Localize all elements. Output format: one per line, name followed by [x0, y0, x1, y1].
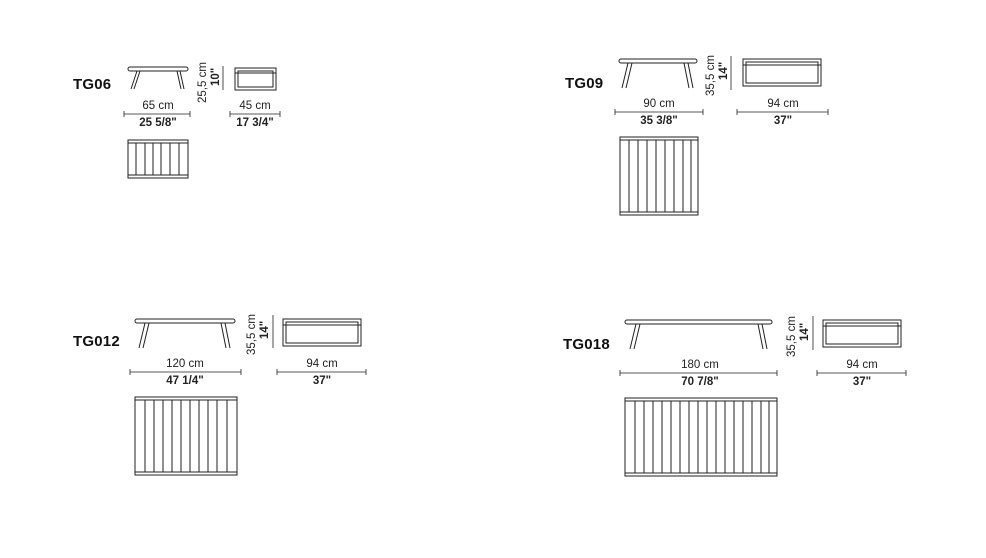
depth-label: 94 cm — [306, 358, 338, 370]
product-code: TG012 — [73, 333, 120, 350]
tg018-side-view — [822, 319, 902, 348]
height-inches-label: 14" — [799, 322, 811, 341]
tg012-front-view — [134, 318, 236, 349]
depth-inches-label: 37" — [852, 376, 872, 388]
depth-inches-label: 37" — [773, 115, 793, 127]
depth-inches-label: 17 3/4" — [236, 117, 274, 129]
width-inches-label: 35 3/8" — [640, 115, 678, 127]
product-code: TG018 — [563, 336, 610, 353]
tg09-width-dimension — [614, 109, 704, 115]
depth-label: 94 cm — [767, 98, 799, 110]
depth-label: 94 cm — [846, 359, 878, 371]
tg06-side-view — [234, 67, 277, 91]
height-label: 35,5 cm — [786, 316, 798, 357]
depth-label: 45 cm — [239, 100, 271, 112]
tg09-depth-dimension — [736, 109, 829, 115]
tg06-depth-dimension — [229, 111, 281, 117]
tg012-depth-dimension — [276, 369, 367, 375]
tg018-front-view — [624, 319, 773, 350]
tg09-front-view — [618, 58, 698, 89]
width-label: 120 cm — [166, 358, 204, 370]
width-label: 90 cm — [643, 98, 675, 110]
tg06-top-view — [127, 139, 189, 179]
tg09-side-view — [742, 58, 822, 87]
tg018-depth-dimension — [816, 370, 907, 376]
product-code: TG06 — [73, 76, 112, 93]
product-code: TG09 — [565, 75, 604, 92]
tg012-width-dimension — [129, 369, 242, 375]
tg012-top-view — [134, 396, 238, 476]
tg06-front-view — [127, 66, 189, 90]
tg018-top-view — [624, 397, 778, 477]
tg012-side-view — [282, 318, 362, 347]
width-label: 65 cm — [142, 100, 174, 112]
width-label: 180 cm — [681, 359, 719, 371]
tg06-width-dimension — [123, 111, 191, 117]
width-inches-label: 47 1/4" — [166, 375, 204, 387]
depth-inches-label: 37" — [312, 375, 332, 387]
width-inches-label: 25 5/8" — [139, 117, 177, 129]
tg09-top-view — [619, 136, 699, 216]
width-inches-label: 70 7/8" — [681, 376, 719, 388]
tg018-width-dimension — [619, 370, 778, 376]
